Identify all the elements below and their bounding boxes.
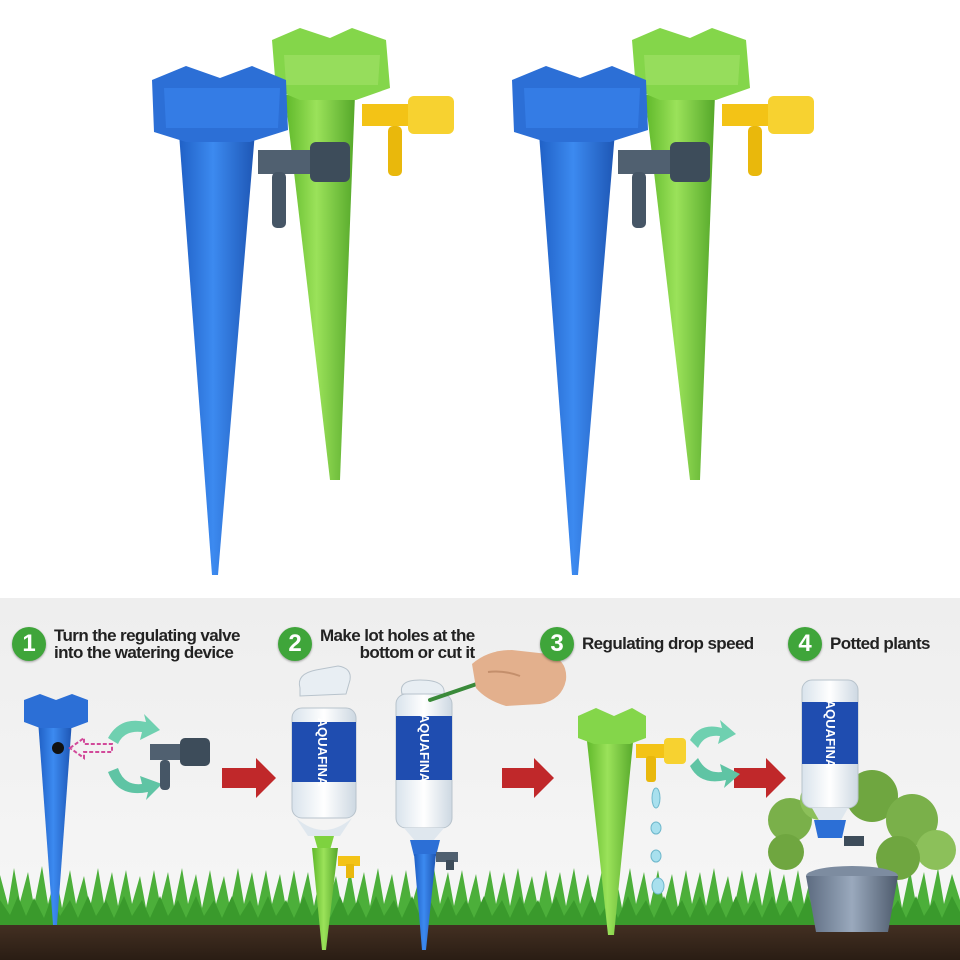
grass [0, 866, 960, 925]
step-2-badge: 2 [278, 627, 312, 661]
pot-icon [806, 876, 898, 932]
step-2-text: Make lot holes at the bottom or cut it [320, 627, 475, 661]
step-4: 4 Potted plants [788, 627, 930, 661]
step-4-line1: Potted plants [830, 634, 930, 653]
step-1-text: Turn the regulating valve into the water… [54, 627, 240, 661]
bottle-label-3: AQUAFINA [823, 700, 838, 769]
step-1-badge: 1 [12, 627, 46, 661]
step-1-line1: Turn the regulating valve [54, 626, 240, 645]
step-4-badge: 4 [788, 627, 822, 661]
bottle-label-1: AQUAFINA [315, 718, 330, 787]
step-1-line2: into the watering device [54, 643, 234, 662]
plant-leaves-icon [768, 770, 956, 880]
hand-with-needle-icon [428, 650, 567, 706]
step-3-line1: Regulating drop speed [582, 634, 754, 653]
bottle-label-2: AQUAFINA [417, 714, 432, 783]
step2-bottle-pierced: AQUAFINA [395, 679, 458, 950]
next-arrow-1 [222, 758, 276, 798]
insert-arrow-icon [68, 736, 113, 760]
step1-valve-icon [150, 738, 210, 790]
water-drops-icon [650, 787, 665, 895]
step-2-line2: bottom or cut it [359, 643, 476, 662]
spike-pair-right [512, 28, 814, 575]
step-2-line1: Make lot holes at the [320, 626, 475, 645]
step4-potted-plant: AQUAFINA [768, 679, 956, 932]
step1-spike-icon [24, 694, 88, 925]
step-2: 2 Make lot holes at the bottom or cut it [278, 627, 475, 661]
step-1: 1 Turn the regulating valve into the wat… [12, 627, 240, 661]
blue-spike-icon [512, 66, 710, 575]
green-spike-icon [632, 28, 814, 480]
rotate-arrows-icon [108, 714, 162, 800]
step-3: 3 Regulating drop speed [540, 627, 754, 661]
step-4-text: Potted plants [830, 627, 930, 652]
step-3-badge: 3 [540, 627, 574, 661]
rotate-arrows-icon-2 [690, 720, 740, 788]
green-spike-icon [272, 28, 454, 480]
step-3-text: Regulating drop speed [582, 627, 754, 652]
next-arrow-2 [502, 758, 554, 798]
step2-bottle-cut: AQUAFINA [291, 665, 360, 950]
blue-spike-icon [152, 66, 350, 575]
spike-pair-left [152, 28, 454, 575]
next-arrow-3 [734, 758, 786, 798]
step3-spike-icon [578, 708, 686, 935]
